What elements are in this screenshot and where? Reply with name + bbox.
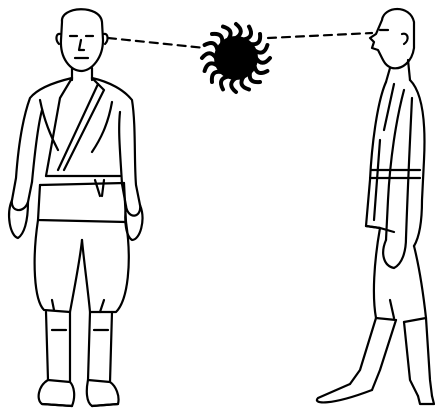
sun-ray: [221, 77, 228, 90]
sun-ray: [205, 63, 218, 71]
sun-ray: [231, 78, 236, 92]
walking-figure-side: [317, 9, 434, 404]
side-figure-trousers: [374, 228, 426, 322]
sun-ray: [244, 27, 251, 40]
front-figure-robe: [12, 78, 140, 222]
sun-ray: [236, 24, 241, 38]
front-figure-head: [56, 9, 107, 71]
sun-ray: [255, 45, 268, 53]
sun-ray: [223, 27, 231, 40]
standing-figure-front: [9, 9, 142, 406]
sun-ray: [256, 58, 270, 63]
sun-ray: [205, 43, 218, 50]
sun-ray: [202, 53, 216, 58]
sun-icon: [202, 24, 270, 92]
sun-ray: [241, 77, 249, 90]
sun-ray: [255, 66, 268, 73]
side-figure-robe: [366, 80, 424, 268]
front-figure-trousers: [35, 220, 129, 312]
